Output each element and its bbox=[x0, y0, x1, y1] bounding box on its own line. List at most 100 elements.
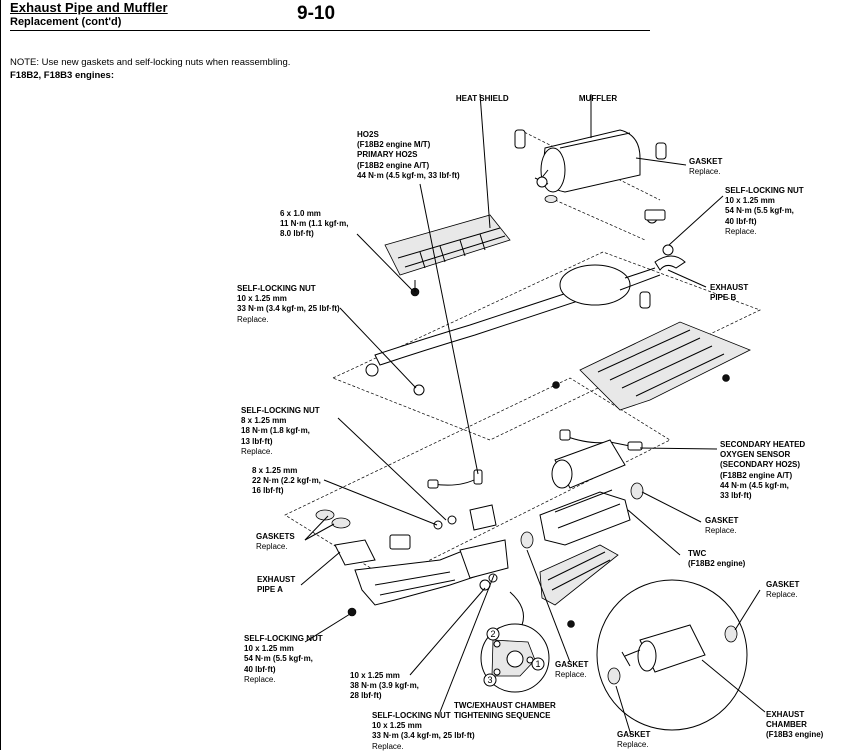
label-line: 8 x 1.25 mm bbox=[241, 416, 287, 426]
bolt-8mm-label: 8 x 1.25 mm 22 N·m (2.2 kgf·m, 16 lbf·ft… bbox=[252, 466, 321, 497]
label-line: Replace. bbox=[256, 542, 288, 552]
page-title: Exhaust Pipe and Muffler bbox=[10, 0, 168, 15]
page-number: 9-10 bbox=[297, 3, 336, 24]
label-line: 10 x 1.25 mm bbox=[372, 721, 422, 731]
exhaust-pipe-a-drawing bbox=[315, 504, 509, 617]
label-line: (F18B2 engine) bbox=[688, 559, 746, 569]
label-title: GASKET bbox=[766, 580, 800, 589]
label-line: 10 x 1.25 mm bbox=[237, 294, 287, 304]
gasket-twc-label: GASKET Replace. bbox=[705, 516, 738, 536]
label-line: Replace. bbox=[555, 670, 587, 680]
label-title: GASKETS bbox=[256, 532, 295, 541]
label-line: 54 N·m (5.5 kgf·m, bbox=[725, 206, 794, 216]
label-line: Replace. bbox=[725, 226, 757, 236]
label-line: Replace. bbox=[766, 590, 798, 600]
label-line: (F18B2 engine A/T) bbox=[357, 160, 430, 170]
label-line: 33 lbf·ft) bbox=[720, 491, 752, 501]
label-line: 13 lbf·ft) bbox=[241, 436, 273, 446]
label-title: 6 x 1.0 mm bbox=[280, 209, 321, 218]
label-line: Replace. bbox=[617, 740, 649, 750]
self-locking-nut-bottom-label: SELF-LOCKING NUT 10 x 1.25 mm 33 N·m (3.… bbox=[372, 711, 475, 752]
self-locking-nut-8mm-label: SELF-LOCKING NUT 8 x 1.25 mm 18 N·m (1.8… bbox=[241, 406, 320, 457]
label-line: PIPE A bbox=[257, 585, 283, 595]
twc-outline bbox=[284, 377, 671, 581]
sequence-number-2: 2 bbox=[490, 629, 495, 639]
label-title: EXHAUST bbox=[766, 710, 805, 719]
label-title: SECONDARY HEATED bbox=[720, 440, 806, 449]
label-line: Replace. bbox=[689, 167, 721, 177]
label-title: TWC bbox=[688, 549, 707, 558]
label-title: 8 x 1.25 mm bbox=[252, 466, 298, 475]
label-line: 16 lbf·ft) bbox=[252, 486, 284, 496]
label-title: HO2S bbox=[357, 130, 379, 139]
label-title: TWC/EXHAUST CHAMBER bbox=[454, 701, 556, 710]
lower-heat-shield-drawing bbox=[552, 321, 751, 411]
label-line: 33 N·m (3.4 kgf·m, 25 lbf·ft) bbox=[372, 731, 475, 741]
label-line: 44 N·m (4.5 kgf·m, 33 lbf·ft) bbox=[357, 170, 460, 180]
primary-ho2s-drawing bbox=[427, 469, 483, 489]
self-locking-nut-pipe-b-label: SELF-LOCKING NUT 10 x 1.25 mm 33 N·m (3.… bbox=[237, 284, 340, 325]
label-title: SELF-LOCKING NUT bbox=[237, 284, 316, 293]
gasket-center-label: GASKET Replace. bbox=[555, 660, 588, 680]
bolt-10mm-label: 10 x 1.25 mm 38 N·m (3.9 kgf·m, 28 lbf·f… bbox=[350, 671, 419, 702]
label-line: 18 N·m (1.8 kgf·m, bbox=[241, 426, 310, 436]
label-line: 54 N·m (5.5 kgf·m, bbox=[244, 654, 313, 664]
label-line: (F18B2 engine M/T) bbox=[357, 140, 431, 150]
label-title: GASKET bbox=[689, 157, 723, 166]
label-line: 38 N·m (3.9 kgf·m, bbox=[350, 681, 419, 691]
label-line: Replace. bbox=[241, 446, 273, 456]
label-title: EXHAUST bbox=[710, 283, 749, 292]
gasket-muffler-label: GASKET Replace. bbox=[689, 157, 722, 177]
tightening-sequence-drawing: 2 1 3 bbox=[480, 623, 550, 693]
label-title: GASKET bbox=[555, 660, 589, 669]
label-title: MUFFLER bbox=[578, 94, 618, 104]
self-locking-nut-muffler-label: SELF-LOCKING NUT 10 x 1.25 mm 54 N·m (5.… bbox=[725, 186, 804, 237]
label-line: 22 N·m (2.2 kgf·m, bbox=[252, 476, 321, 486]
label-line: OXYGEN SENSOR bbox=[720, 450, 791, 460]
label-line: 44 N·m (4.5 kgf·m, bbox=[720, 480, 789, 490]
gaskets-left-label: GASKETS Replace. bbox=[256, 532, 295, 552]
label-title: EXHAUST bbox=[257, 575, 296, 584]
bolt-6mm-label: 6 x 1.0 mm 11 N·m (1.1 kgf·m, 8.0 lbf·ft… bbox=[280, 209, 348, 240]
label-line: Replace. bbox=[705, 526, 737, 536]
label-line: 8.0 lbf·ft) bbox=[280, 229, 314, 239]
label-title: HEAT SHIELD bbox=[455, 94, 509, 104]
heat-shield-drawing bbox=[384, 214, 511, 276]
label-line: 10 x 1.25 mm bbox=[244, 644, 294, 654]
twc-label: TWC (F18B2 engine) bbox=[688, 549, 745, 569]
label-line: (F18B2 engine A/T) bbox=[720, 470, 793, 480]
label-line: TIGHTENING SEQUENCE bbox=[454, 711, 551, 721]
twc-drawing bbox=[520, 429, 644, 628]
label-title: SELF-LOCKING NUT bbox=[241, 406, 320, 415]
exhaust-chamber-label: EXHAUST CHAMBER (F18B3 engine) bbox=[766, 710, 823, 741]
label-line: 10 x 1.25 mm bbox=[725, 196, 775, 206]
label-title: 10 x 1.25 mm bbox=[350, 671, 400, 680]
engines-heading: F18B2, F18B3 engines: bbox=[10, 70, 115, 81]
label-line: (F18B3 engine) bbox=[766, 730, 824, 740]
page-subtitle: Replacement (cont'd) bbox=[10, 16, 122, 28]
label-title: GASKET bbox=[617, 730, 651, 739]
tightening-sequence-label: TWC/EXHAUST CHAMBER TIGHTENING SEQUENCE bbox=[454, 701, 556, 721]
sequence-number-1: 1 bbox=[535, 659, 540, 669]
exhaust-pipe-b-label: EXHAUST PIPE B bbox=[710, 283, 748, 303]
label-line: 28 lbf·ft) bbox=[350, 691, 382, 701]
label-line: Replace. bbox=[244, 674, 276, 684]
exhaust-pipe-a-label: EXHAUST PIPE A bbox=[257, 575, 295, 595]
gasket-bottom-label: GASKET Replace. bbox=[617, 730, 650, 750]
gasket-chamber-top-label: GASKET Replace. bbox=[766, 580, 799, 600]
label-line: (SECONDARY HO2S) bbox=[720, 460, 801, 470]
leader-lines bbox=[300, 93, 766, 736]
label-title: SELF-LOCKING NUT bbox=[725, 186, 804, 195]
label-line: 33 N·m (3.4 kgf·m, 25 lbf·ft) bbox=[237, 304, 340, 314]
heat-shield-outline bbox=[332, 251, 761, 441]
exhaust-pipe-b-drawing bbox=[365, 209, 686, 396]
secondary-ho2s-label: SECONDARY HEATED OXYGEN SENSOR (SECONDAR… bbox=[720, 440, 805, 501]
label-line: Replace. bbox=[372, 741, 404, 751]
self-locking-nut-pipe-a-label: SELF-LOCKING NUT 10 x 1.25 mm 54 N·m (5.… bbox=[244, 634, 323, 685]
label-line: CHAMBER bbox=[766, 720, 807, 730]
label-line: Replace. bbox=[237, 314, 269, 324]
label-line: 40 lbf·ft) bbox=[725, 216, 757, 226]
exhaust-chamber-detail bbox=[596, 579, 748, 731]
